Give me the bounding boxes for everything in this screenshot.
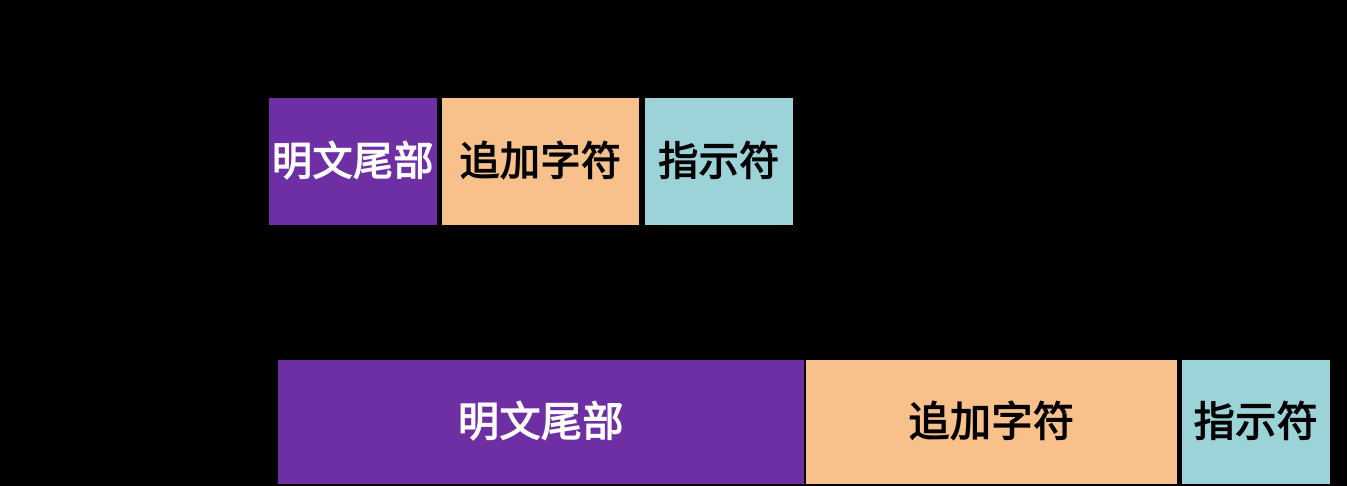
row2-plaintext-tail-block: 明文尾部 [278, 360, 804, 484]
row1-padding-bytes-block: 追加字符 [442, 98, 639, 225]
row1-padding-indicator-block: 指示符 [645, 98, 793, 225]
row1-plaintext-tail-block: 明文尾部 [269, 98, 437, 225]
row2-padding-bytes-block: 追加字符 [806, 360, 1177, 484]
row2-padding-indicator-block: 指示符 [1182, 360, 1330, 484]
